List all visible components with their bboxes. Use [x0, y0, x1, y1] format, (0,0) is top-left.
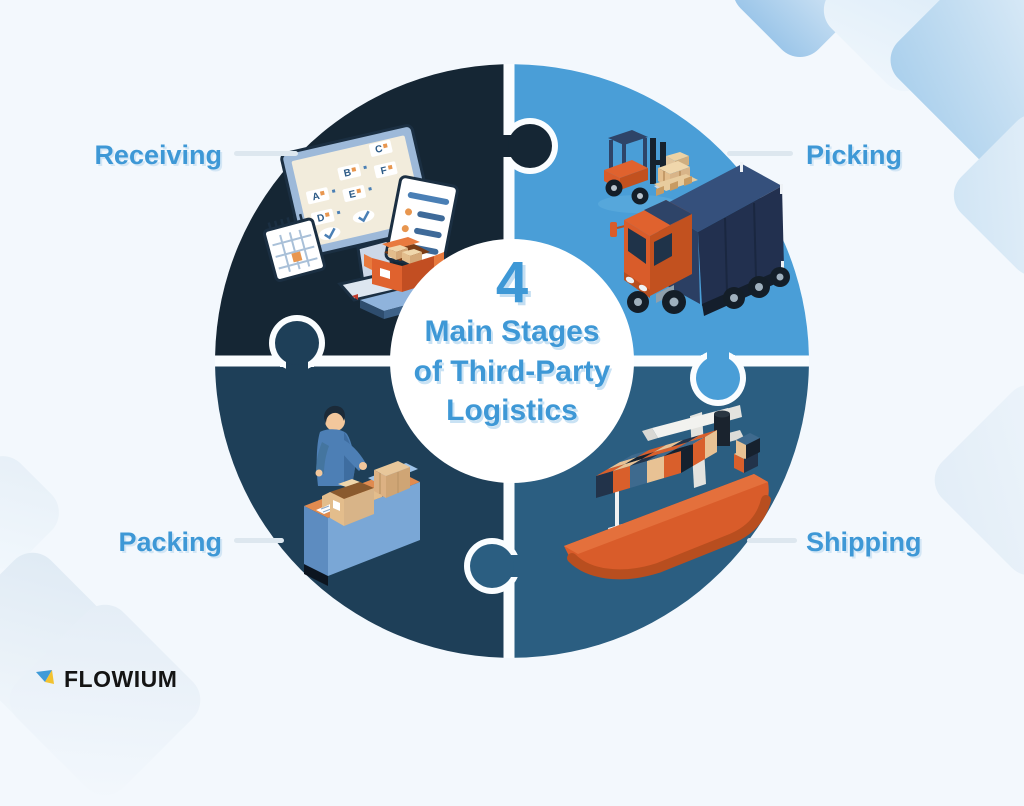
svg-text:A: A — [311, 191, 321, 203]
center-title: 4 Main Stages of Third-Party Logistics — [372, 254, 652, 431]
puzzle-knob-right — [690, 349, 746, 406]
connector-receiving — [234, 151, 298, 156]
connector-packing — [234, 538, 284, 543]
packing-illustration — [304, 405, 420, 586]
svg-text:F: F — [380, 165, 388, 177]
open-box-icon — [322, 479, 382, 526]
svg-text:B: B — [343, 167, 353, 179]
flowchart-boxes: A B C D E F — [306, 139, 398, 226]
title-line-1: Main Stages — [424, 315, 600, 348]
truck-icon — [610, 162, 790, 316]
center-circle — [390, 239, 634, 483]
title-number: 4 — [495, 250, 529, 315]
puzzle-knob-bottom — [464, 538, 522, 594]
worker-icon — [315, 405, 367, 486]
pallet-boxes-icon — [654, 152, 698, 196]
ship-stern-stack — [734, 433, 760, 473]
stage-label-shipping: Shipping — [806, 527, 922, 557]
title-line-2: of Third-Party — [413, 354, 611, 388]
puzzle-knob-left — [269, 315, 325, 372]
title-line-3: Logistics — [446, 394, 578, 428]
closed-box-icon — [368, 461, 418, 498]
ship-smokestack — [714, 410, 730, 446]
svg-text:C: C — [374, 144, 384, 156]
connector-shipping — [747, 538, 797, 543]
shipping-illustration — [564, 405, 771, 580]
stage-label-receiving: Receiving — [94, 140, 222, 170]
logo-text: FLOWIUM — [64, 666, 178, 692]
stage-label-packing: Packing — [118, 527, 222, 557]
stage-label-picking: Picking — [806, 140, 903, 170]
calendar-icon — [262, 213, 326, 282]
logo: FLOWIUM — [36, 666, 177, 693]
ship-hull-shadow — [567, 495, 771, 580]
svg-text:D: D — [316, 212, 326, 224]
logo-mark-icon — [36, 669, 54, 684]
puzzle-knob-top — [496, 118, 558, 174]
connector-picking — [727, 151, 793, 156]
svg-text:E: E — [348, 189, 357, 201]
puzzle-wheel: A B C D E F — [215, 64, 809, 658]
receiving-illustration: A B C D E F — [262, 124, 459, 319]
ship-deck — [564, 474, 768, 554]
picking-illustration — [598, 130, 790, 316]
ship-containers — [596, 430, 717, 498]
check-ovals — [318, 210, 375, 240]
